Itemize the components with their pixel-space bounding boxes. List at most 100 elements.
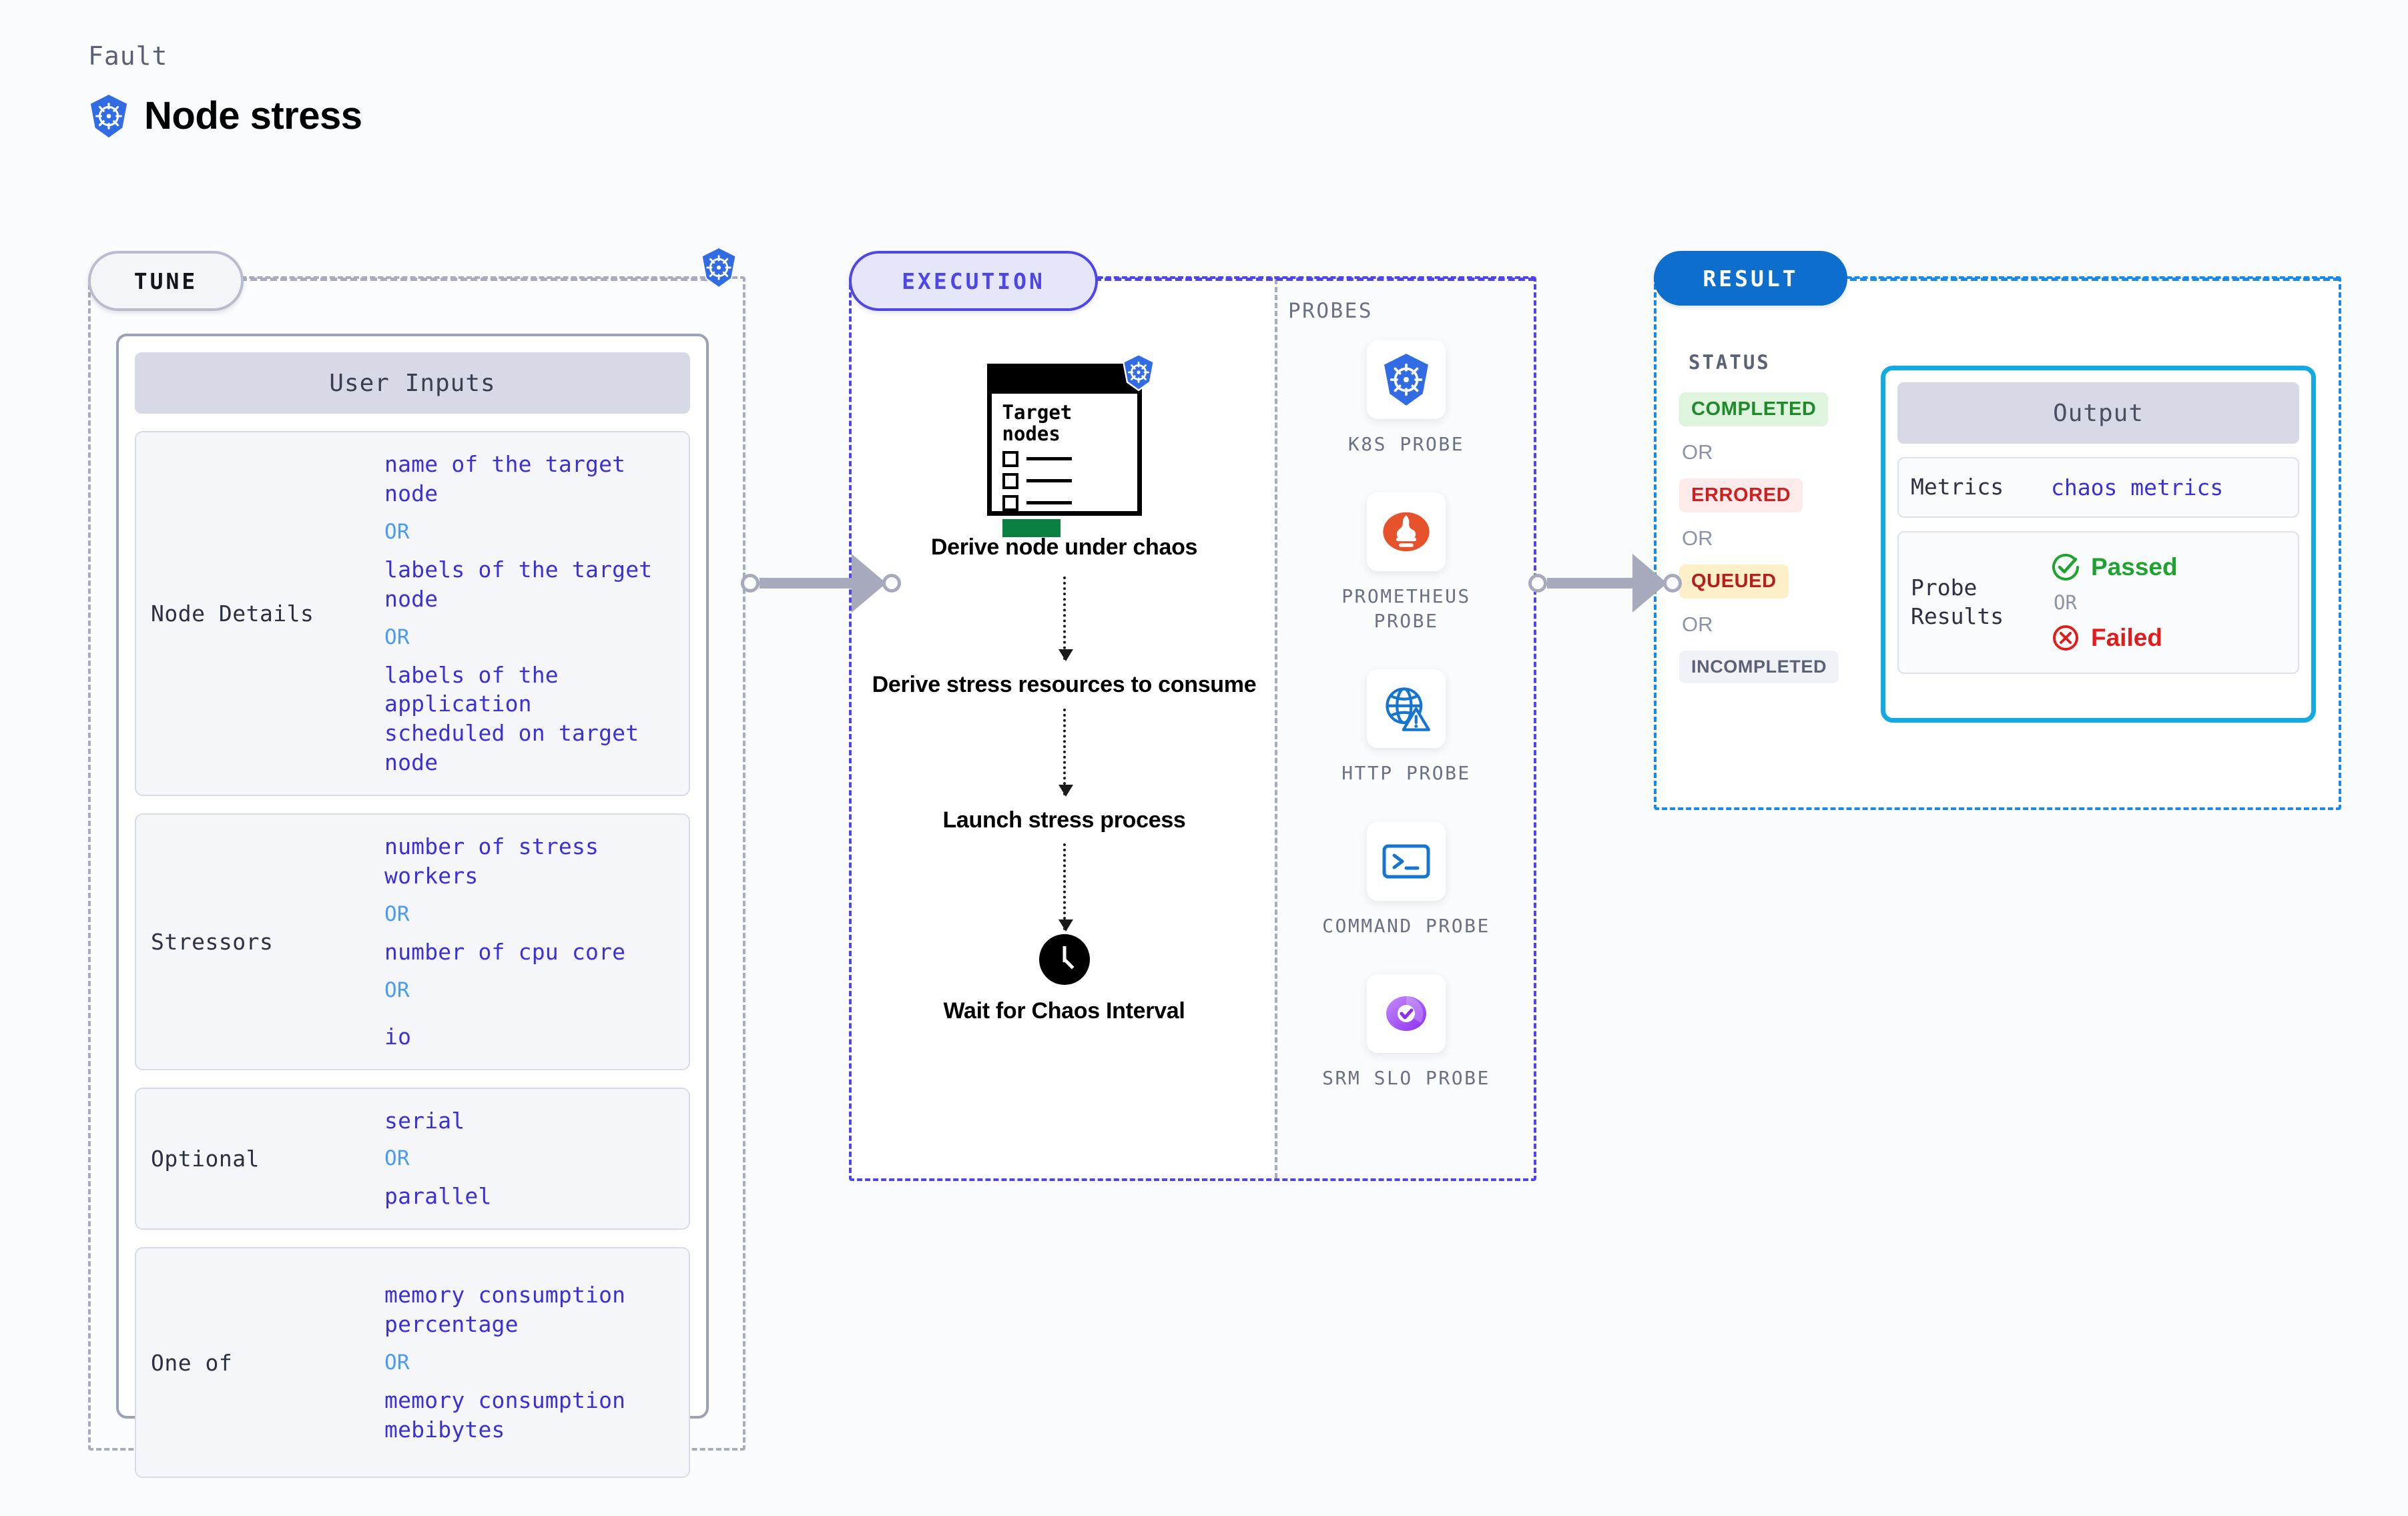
window-titlebar bbox=[991, 368, 1137, 394]
status-badge-completed: COMPLETED bbox=[1679, 392, 1829, 426]
connector-tune-to-execution bbox=[741, 554, 901, 613]
probe-tile bbox=[1367, 821, 1446, 901]
execution-step-label: Derive stress resources to consume bbox=[872, 671, 1257, 697]
probe-item-k8s[interactable]: K8S PROBE bbox=[1348, 340, 1464, 456]
placeholder-line bbox=[1026, 479, 1072, 483]
output-row-metrics[interactable]: Metrics chaos metrics bbox=[1897, 457, 2299, 518]
probe-label: HTTP PROBE bbox=[1341, 762, 1471, 785]
probe-item-srm-slo[interactable]: SRM SLO PROBE bbox=[1322, 974, 1490, 1090]
input-separator: OR bbox=[384, 1351, 410, 1375]
connector-execution-to-result bbox=[1528, 554, 1682, 613]
prometheus-icon bbox=[1383, 512, 1430, 552]
probe-item-command[interactable]: COMMAND PROBE bbox=[1322, 821, 1490, 938]
target-nodes-window: Target nodes bbox=[986, 353, 1155, 537]
input-group-optional[interactable]: Optional serial OR parallel bbox=[135, 1087, 690, 1230]
connector-arrowhead bbox=[852, 554, 886, 613]
input-value: labels of the application scheduled on t… bbox=[384, 661, 639, 776]
execution-step-label: Wait for Chaos Interval bbox=[943, 998, 1185, 1024]
status-title: STATUS bbox=[1689, 351, 1771, 374]
flow-arrow bbox=[1058, 843, 1073, 932]
terminal-icon bbox=[1382, 844, 1430, 879]
connector-line bbox=[760, 578, 853, 589]
input-group-stressors[interactable]: Stressors number of stress workers OR nu… bbox=[135, 813, 690, 1070]
probe-result-label: Failed bbox=[2091, 623, 2162, 651]
probe-label: COMMAND PROBE bbox=[1322, 914, 1490, 937]
status-list: COMPLETED OR ERRORED OR QUEUED OR INCOMP… bbox=[1679, 392, 1839, 683]
checkbox-row bbox=[1002, 494, 1137, 511]
globe-warning-icon bbox=[1386, 687, 1430, 731]
user-inputs-header: User Inputs bbox=[135, 352, 690, 414]
output-card: Output Metrics chaos metrics Probe Resul… bbox=[1881, 366, 2316, 723]
input-group-one-of[interactable]: One of memory consumption percentage OR … bbox=[135, 1247, 690, 1478]
stage-badge-execution[interactable]: EXECUTION bbox=[849, 251, 1098, 311]
connector-dot bbox=[741, 574, 760, 593]
input-value: io bbox=[384, 1023, 412, 1050]
tune-leader-line bbox=[240, 278, 707, 281]
execution-step-label: Launch stress process bbox=[942, 807, 1186, 833]
page-title: Node stress bbox=[144, 94, 362, 137]
input-value: number of stress workers bbox=[384, 833, 599, 889]
input-separator: OR bbox=[384, 1146, 410, 1171]
probe-label: PROMETHEUS PROBE bbox=[1341, 585, 1471, 632]
probe-tile bbox=[1366, 669, 1446, 749]
checkbox-icon bbox=[1002, 472, 1018, 489]
probe-result-label: Passed bbox=[2091, 552, 2178, 581]
input-separator: OR bbox=[384, 625, 410, 649]
input-group-label: Node Details bbox=[151, 601, 314, 627]
input-value: labels of the target node bbox=[384, 556, 653, 612]
kubernetes-icon bbox=[1121, 353, 1156, 394]
progress-bar bbox=[1002, 518, 1061, 537]
status-badge-queued: QUEUED bbox=[1679, 564, 1789, 599]
flow-arrow bbox=[1058, 576, 1073, 661]
probe-item-prometheus[interactable]: PROMETHEUS PROBE bbox=[1309, 492, 1503, 633]
probes-list: K8S PROBE PROMETHEUS PROBE bbox=[1309, 340, 1503, 1126]
flow-arrow bbox=[1058, 708, 1073, 797]
kubernetes-icon bbox=[88, 94, 129, 138]
fault-label: Fault bbox=[88, 41, 168, 71]
probe-label: SRM SLO PROBE bbox=[1322, 1066, 1490, 1089]
input-value: name of the target node bbox=[384, 451, 626, 506]
input-group-label: Optional bbox=[151, 1145, 260, 1172]
connector-dot bbox=[882, 574, 901, 593]
input-separator: OR bbox=[384, 901, 410, 926]
probe-result-failed: Failed bbox=[2051, 623, 2298, 653]
connector-dot bbox=[1528, 574, 1547, 593]
fault-title-row: Node stress bbox=[88, 93, 362, 138]
input-value: memory consumption percentage bbox=[384, 1282, 626, 1338]
kubernetes-icon bbox=[699, 247, 738, 291]
input-group-node-details[interactable]: Node Details name of the target node OR … bbox=[135, 431, 690, 796]
srm-slo-icon bbox=[1386, 996, 1426, 1031]
execution-flow: Target nodes bbox=[852, 314, 1277, 1026]
placeholder-line bbox=[1026, 501, 1072, 505]
probe-item-http[interactable]: HTTP PROBE bbox=[1341, 669, 1471, 785]
input-value: number of cpu core bbox=[384, 938, 626, 965]
input-separator: OR bbox=[384, 519, 410, 544]
input-value: memory consumption mebibytes bbox=[384, 1387, 626, 1443]
output-row-probe-results[interactable]: Probe Results Passed OR Failed bbox=[1897, 530, 2299, 674]
probe-result-passed: Passed bbox=[2051, 552, 2298, 582]
execution-step-label: Derive node under chaos bbox=[930, 534, 1198, 560]
checkbox-icon bbox=[1002, 450, 1018, 467]
user-inputs-card: User Inputs Node Details name of the tar… bbox=[116, 334, 709, 1478]
placeholder-line bbox=[1026, 457, 1072, 461]
kubernetes-icon bbox=[1384, 354, 1428, 406]
check-circle-icon bbox=[2052, 553, 2079, 581]
probe-tile bbox=[1367, 492, 1446, 572]
probe-tile bbox=[1367, 340, 1446, 419]
connector-dot bbox=[1663, 574, 1682, 593]
checkbox-row bbox=[1002, 450, 1137, 467]
probes-title: PROBES bbox=[1288, 299, 1373, 323]
status-badge-errored: ERRORED bbox=[1679, 478, 1803, 512]
input-value: serial bbox=[384, 1107, 465, 1134]
stage-badge-result[interactable]: RESULT bbox=[1654, 251, 1847, 306]
input-group-label: Stressors bbox=[151, 928, 274, 955]
output-header: Output bbox=[1897, 382, 2299, 444]
input-separator: OR bbox=[384, 978, 410, 1002]
target-nodes-title: Target nodes bbox=[1002, 401, 1073, 446]
stage-badge-tune[interactable]: TUNE bbox=[88, 251, 244, 311]
output-row-label: Probe Results bbox=[1911, 575, 2004, 629]
output-row-label: Metrics bbox=[1911, 474, 2004, 500]
output-metrics-value: chaos metrics bbox=[2051, 474, 2224, 500]
status-separator: OR bbox=[1682, 526, 1713, 550]
x-circle-icon bbox=[2053, 625, 2078, 651]
